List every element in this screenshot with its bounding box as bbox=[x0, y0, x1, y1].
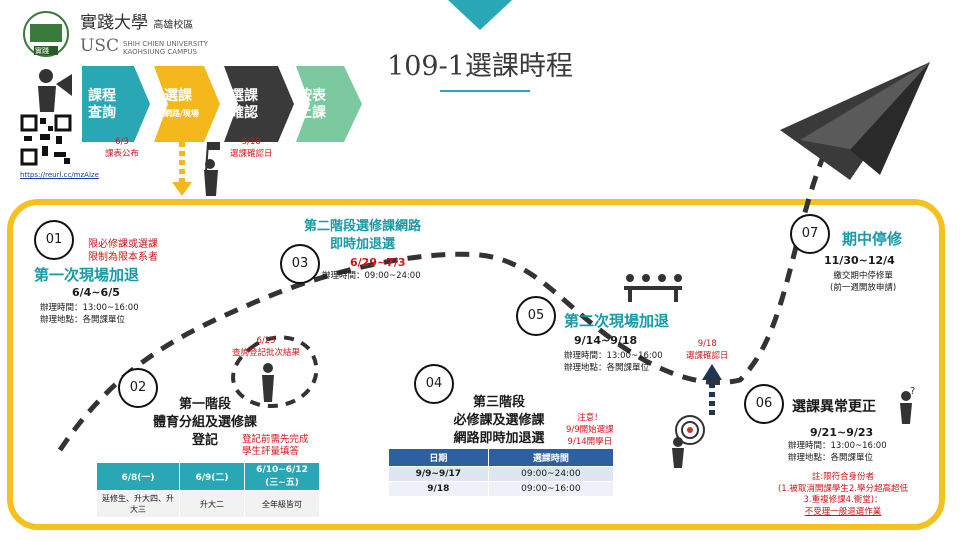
stage-01-title: 第一次現場加退 bbox=[34, 266, 140, 284]
logo-name-cn: 實踐大學 bbox=[80, 13, 148, 33]
up-arrow-icon bbox=[702, 364, 722, 380]
table2-row2-date: 9/18 bbox=[388, 481, 489, 497]
loop-path bbox=[231, 335, 319, 408]
title-underline bbox=[440, 90, 530, 92]
logo-name: 實踐大學 高雄校區 bbox=[80, 8, 193, 33]
short-link[interactable]: https://reurl.cc/mzAlze bbox=[20, 171, 99, 179]
table2-row1-time: 09:00~24:00 bbox=[487, 466, 615, 482]
qr-code-icon bbox=[20, 114, 72, 166]
step-4-label[interactable]: 按表上課 bbox=[298, 88, 326, 121]
logo-english: SHIH CHIEN UNIVERSITY KAOHSIUNG CAMPUS bbox=[123, 40, 208, 56]
logo-usc: USC bbox=[80, 36, 119, 56]
step-3-note: 9/18 選課確認日 bbox=[230, 137, 273, 159]
paper-plane-icon bbox=[780, 62, 930, 180]
stage-03-title: 第二階段選修課網路即時加退選 bbox=[304, 219, 422, 252]
stage-07-number: 07 bbox=[790, 214, 830, 254]
stage-01-note: 限必修課或選課限制為限本系者 bbox=[88, 239, 158, 263]
table1-header-1: 6/8(一) bbox=[96, 462, 180, 491]
logo-name-en: SHIH CHIEN UNIVERSITY bbox=[123, 40, 208, 48]
stage-06-note: 註:限符合身份者 (1.被取消開課學生2.學分超高超低 3.重複修課4.衝堂)：… bbox=[777, 472, 909, 517]
logo-campus-en: KAOHSIUNG CAMPUS bbox=[123, 48, 197, 56]
stage-02-note: 登記前需先完成學生評量填答 bbox=[242, 434, 309, 457]
step-1-note: 6/3 課表公布 bbox=[105, 137, 140, 159]
chevron-step-1 bbox=[82, 66, 150, 142]
step-2-label[interactable]: 選課網路/現場 bbox=[164, 88, 199, 118]
table1-header-2: 6/9(二) bbox=[179, 462, 245, 491]
top-triangle-marker bbox=[448, 0, 512, 30]
stage-04-title: 第三階段必修課及選修課網路即時加退選 bbox=[453, 395, 545, 446]
chevron-step-4 bbox=[296, 66, 362, 142]
stage-03-time: 辦理時間：09:00~24:00 bbox=[322, 271, 421, 281]
target-archer-icon bbox=[672, 415, 705, 468]
flag-person-icon bbox=[204, 142, 220, 196]
stage-04-number: 04 bbox=[414, 364, 454, 404]
stage-01-date: 6/4~6/5 bbox=[72, 286, 120, 299]
table2-row2-time: 09:00~16:00 bbox=[487, 481, 615, 497]
thinking-person-icon bbox=[262, 363, 274, 402]
stage-07-detail: 繳交期中停修單(前一週開放申請) bbox=[830, 271, 897, 293]
step-3-label[interactable]: 選課確認 bbox=[230, 88, 258, 121]
logo: 實踐 bbox=[18, 10, 74, 60]
timeline-path bbox=[57, 138, 833, 452]
stage-05-number: 05 bbox=[516, 296, 556, 336]
table1-header-3: 6/10~6/12(三~五) bbox=[244, 462, 320, 491]
stage-07-title: 期中停修 bbox=[842, 230, 903, 248]
logo-campus-cn: 高雄校區 bbox=[153, 20, 194, 31]
table1-cell-2: 升大二 bbox=[179, 490, 245, 518]
step-chevrons bbox=[82, 66, 362, 142]
stage-01-number: 01 bbox=[34, 220, 74, 260]
stage-05-title: 第二次現場加退 bbox=[564, 312, 670, 330]
stage-02-schedule-table: 6/8(一) 6/9(二) 6/10~6/12(三~五) 延修生、升大四、升大三… bbox=[96, 462, 320, 518]
stage-06-date: 9/21~9/23 bbox=[810, 426, 874, 439]
group-meeting-icon bbox=[624, 274, 682, 302]
stage-07-date: 11/30~12/4 bbox=[824, 254, 895, 267]
table2-row1-date: 9/9~9/17 bbox=[388, 466, 489, 482]
stage-03-number: 03 bbox=[280, 244, 320, 284]
chevron-step-2 bbox=[154, 66, 220, 142]
stage-02-number: 02 bbox=[118, 368, 158, 408]
stage-03-date: 6/29~7/3 bbox=[350, 256, 406, 269]
stage-05-date: 9/14~9/18 bbox=[574, 334, 638, 347]
stage-04-schedule-table: 日期 選課時間 9/9~9/17 09:00~24:00 9/18 09:00~… bbox=[388, 448, 615, 497]
table1-cell-3: 全年級皆可 bbox=[244, 490, 320, 518]
logo-badge-text: 實踐 bbox=[35, 47, 49, 55]
step-1-label[interactable]: 課程查詢 bbox=[88, 88, 116, 121]
table1-cell-1: 延修生、升大四、升大三 bbox=[96, 490, 180, 518]
stage-02-title: 第一階段體育分組及選修課登記 bbox=[152, 397, 257, 448]
table2-header-date: 日期 bbox=[388, 448, 489, 467]
stage-06-title: 選課異常更正 bbox=[792, 399, 876, 415]
chevron-step-3 bbox=[224, 66, 294, 142]
svg-text:?: ? bbox=[910, 386, 915, 397]
timeline-frame bbox=[7, 199, 945, 530]
page-title: 109-1選課時程 bbox=[387, 51, 573, 82]
megaphone-person-icon bbox=[38, 69, 72, 112]
stage-06-number: 06 bbox=[744, 384, 784, 424]
table2-header-time: 選課時間 bbox=[487, 448, 615, 467]
question-person-icon: ? bbox=[900, 386, 915, 424]
